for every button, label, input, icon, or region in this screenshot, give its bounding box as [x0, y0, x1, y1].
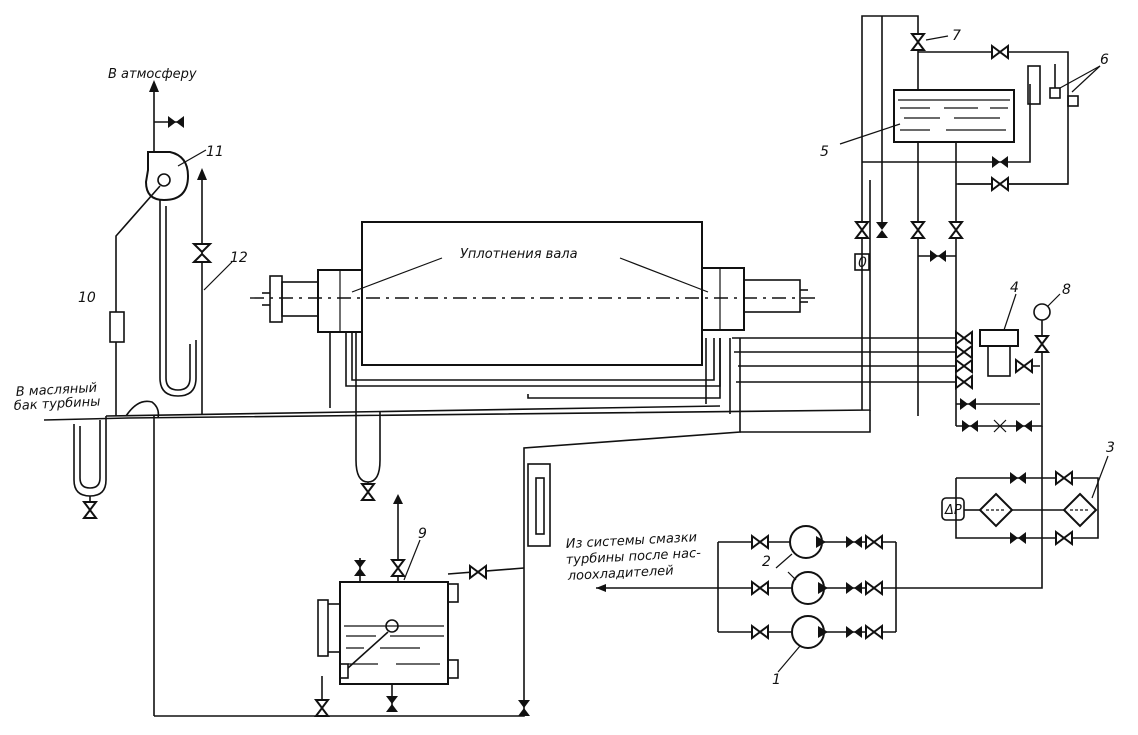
head-tank-area	[854, 15, 1079, 416]
filter-4	[979, 329, 1019, 347]
label-2: 2	[762, 554, 771, 570]
oil-tank-label-line2: бак турбины	[13, 394, 100, 414]
lube-source-label-line2: турбины после нас-	[565, 546, 701, 568]
label-6: 6	[1100, 52, 1109, 68]
indicator-glyph: 0	[858, 255, 867, 271]
label-1: 1	[772, 672, 781, 688]
label-4: 4	[1010, 280, 1019, 296]
label-3: 3	[1106, 440, 1115, 456]
drain-tank-9	[317, 500, 525, 716]
leader-lines	[177, 35, 1109, 673]
oil-tank-label-line1: В масляный	[15, 381, 97, 400]
valves	[82, 33, 1073, 717]
pump-discharge-line	[896, 538, 1043, 589]
seal-drain-piping	[329, 332, 731, 492]
shaft-seals-label: Уплотнения вала	[460, 247, 578, 262]
dp-gauge-label: ΔP	[944, 503, 962, 518]
exhaust-fan-system	[109, 90, 203, 416]
lube-source-label-line3: лоохладителей	[566, 563, 674, 584]
pressure-gauge-8	[1033, 303, 1051, 321]
label-8: 8	[1062, 282, 1071, 298]
supply-headers	[732, 260, 1051, 478]
label-12: 12	[230, 250, 248, 266]
flow-indicator-10	[109, 311, 125, 343]
label-9: 9	[418, 526, 427, 542]
main-drain-line	[43, 180, 871, 717]
atmosphere-label: В атмосферу	[108, 67, 197, 82]
label-5: 5	[820, 144, 829, 160]
head-tank-5	[893, 89, 1015, 143]
generator	[250, 221, 820, 366]
filters-3	[941, 477, 1099, 539]
label-7: 7	[952, 28, 961, 44]
sight-glass	[527, 463, 551, 547]
lube-source-label-line1: Из системы смазки	[565, 530, 697, 552]
label-10: 10	[78, 290, 96, 306]
label-11: 11	[206, 144, 224, 160]
